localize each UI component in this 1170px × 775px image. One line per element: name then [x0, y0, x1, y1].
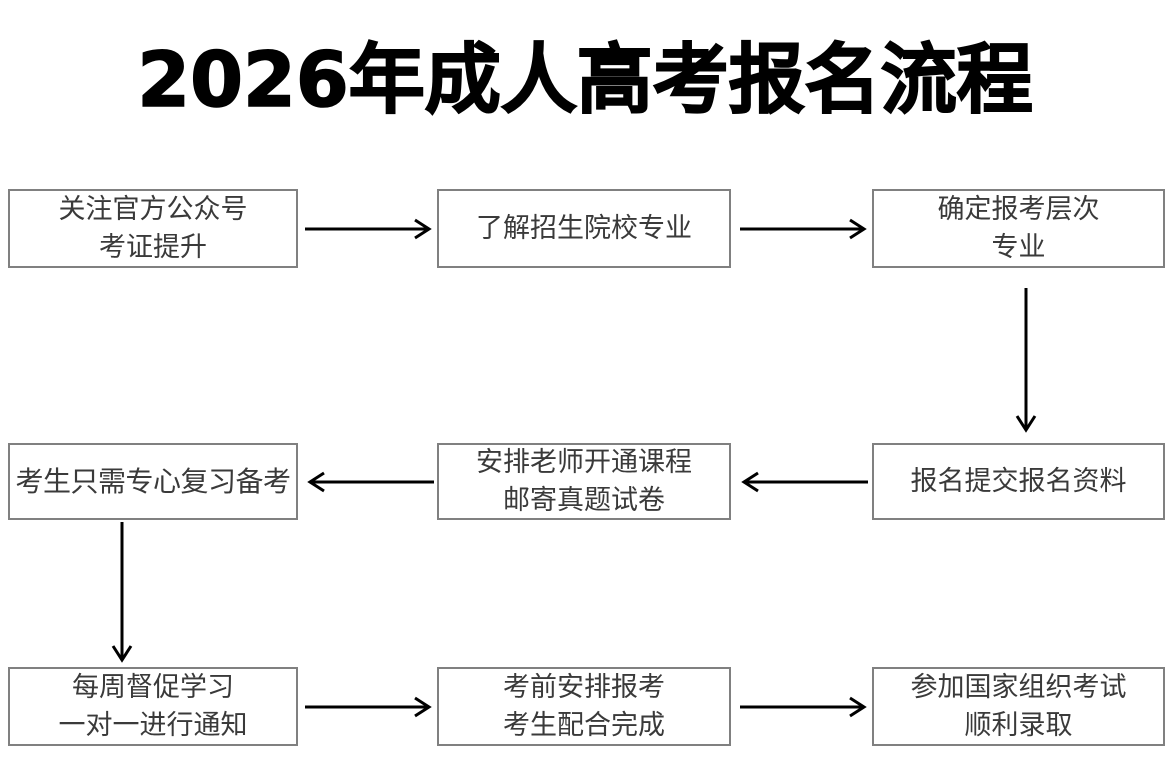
arrow-right-weekly-to-preexam	[305, 694, 433, 720]
flow-node-learn-schools-majors[interactable]: 了解招生院校专业	[437, 189, 731, 268]
flow-node-take-national-exam[interactable]: 参加国家组织考试 顺利录取	[872, 667, 1165, 746]
flow-node-line-2: 考证提升	[99, 231, 207, 263]
flow-node-line-2: 专业	[991, 231, 1046, 263]
flow-node-pre-exam-arrangement[interactable]: 考前安排报考 考生配合完成	[437, 667, 731, 746]
flow-node-weekly-supervision[interactable]: 每周督促学习 一对一进行通知	[8, 667, 298, 746]
flow-node-line-1: 每周督促学习	[72, 671, 234, 703]
arrow-right-preexam-to-exam	[740, 694, 868, 720]
arrow-down-review-to-weekly	[108, 522, 136, 664]
flow-node-line-1: 关注官方公众号	[58, 193, 248, 225]
flow-node-line-2: 顺利录取	[964, 709, 1073, 741]
arrow-left-submit-to-teacher	[736, 469, 868, 495]
flow-node-teacher-opens-course[interactable]: 安排老师开通课程 邮寄真题试卷	[437, 443, 731, 520]
flow-node-line-1: 确定报考层次	[937, 193, 1100, 225]
flow-node-line-1: 报名提交报名资料	[910, 465, 1127, 497]
flow-node-follow-official-account[interactable]: 关注官方公众号 考证提升	[8, 189, 298, 268]
flow-node-line-2: 考生配合完成	[503, 709, 665, 741]
flow-node-confirm-level-major[interactable]: 确定报考层次 专业	[872, 189, 1165, 268]
page-title: 2026年成人高考报名流程	[136, 34, 1033, 125]
flow-node-line-2: 一对一进行通知	[58, 709, 248, 741]
arrow-left-teacher-to-review	[302, 469, 434, 495]
arrow-right-follow-to-learn	[305, 216, 433, 242]
flow-node-line-1: 参加国家组织考试	[910, 671, 1127, 703]
flow-node-focus-on-review[interactable]: 考生只需专心复习备考	[8, 443, 298, 520]
flow-node-line-1: 考前安排报考	[503, 671, 665, 703]
flow-node-line-1: 考生只需专心复习备考	[15, 464, 291, 498]
flow-node-submit-application[interactable]: 报名提交报名资料	[872, 443, 1165, 520]
flow-node-line-1: 安排老师开通课程	[476, 446, 692, 478]
flow-node-line-2: 邮寄真题试卷	[503, 484, 665, 516]
flow-node-line-1: 了解招生院校专业	[476, 212, 692, 244]
arrow-down-confirm-to-submit	[1012, 288, 1040, 434]
arrow-right-learn-to-confirm	[740, 216, 868, 242]
